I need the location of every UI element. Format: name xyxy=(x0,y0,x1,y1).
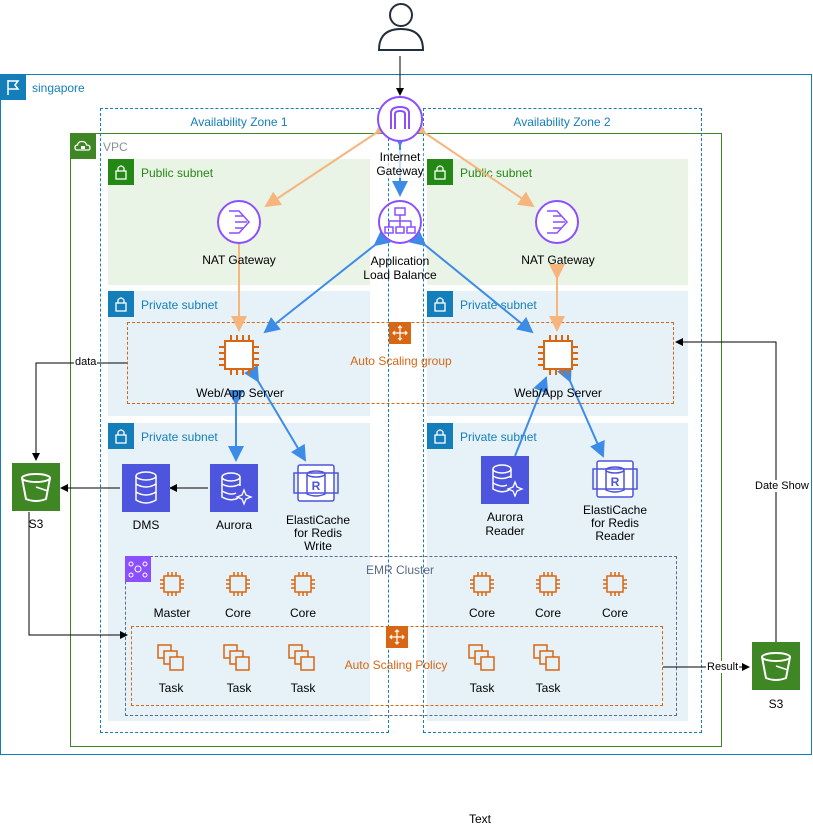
nat-gateway-icon xyxy=(533,198,581,251)
task-node-icon xyxy=(287,643,317,678)
elasticache-icon: R xyxy=(591,455,639,508)
load-balancer-icon xyxy=(376,198,424,251)
svg-text:R: R xyxy=(312,479,321,493)
availability-zone-2 xyxy=(423,108,702,733)
subnet-label: Private subnet xyxy=(141,298,218,312)
web-server-label: Web/App Server xyxy=(514,386,602,400)
task-label: Task xyxy=(226,681,252,695)
emr-node-label: Core xyxy=(534,606,562,620)
emr-node-label: Core xyxy=(289,606,317,620)
emr-node-icon xyxy=(289,570,317,603)
task-node-icon xyxy=(156,643,186,678)
emr-node-icon xyxy=(468,570,496,603)
elasticache-write-label: ElastiCache for Redis Write xyxy=(285,513,351,553)
emr-node-label: Master xyxy=(153,606,191,620)
task-node-icon xyxy=(467,643,497,678)
lock-icon xyxy=(108,159,134,185)
igw-label: Internet Gateway xyxy=(376,150,424,178)
task-label: Task xyxy=(535,681,561,695)
task-label: Task xyxy=(290,681,316,695)
lock-icon xyxy=(427,423,453,449)
edge-label-date-show: Date Show xyxy=(753,480,811,492)
policy-label: Auto Scaling Policy xyxy=(344,658,448,672)
aurora-icon xyxy=(481,456,529,509)
task-node-icon xyxy=(222,643,252,678)
emr-node-label: Core xyxy=(224,606,252,620)
emr-icon xyxy=(125,556,151,582)
subnet-label: Private subnet xyxy=(141,430,218,444)
elasticache-icon: R xyxy=(292,459,340,512)
user-icon xyxy=(377,2,425,57)
s3-label: S3 xyxy=(768,697,784,711)
footer-text: Text xyxy=(468,812,492,826)
ec2-instance-icon xyxy=(215,331,263,384)
vpc-label: VPC xyxy=(103,140,128,154)
emr-label: EMR Cluster xyxy=(365,563,435,577)
edge-label-data: data xyxy=(74,356,98,368)
ec2-instance-icon xyxy=(534,331,582,384)
asg-label: Auto Scaling group xyxy=(350,354,452,368)
subnet-label: Private subnet xyxy=(460,430,537,444)
web-server-label: Web/App Server xyxy=(196,386,284,400)
nat-label: NAT Gateway xyxy=(202,253,276,267)
region-label: singapore xyxy=(32,81,85,95)
task-node-icon xyxy=(532,643,562,678)
task-label: Task xyxy=(158,681,184,695)
alb-label: Application Load Balance xyxy=(363,254,437,282)
emr-node-icon xyxy=(601,570,629,603)
emr-node-icon xyxy=(224,570,252,603)
lock-icon xyxy=(108,423,134,449)
task-label: Task xyxy=(469,681,495,695)
s3-bucket-icon xyxy=(12,463,60,516)
aurora-label: Aurora xyxy=(215,518,253,532)
aurora-icon xyxy=(210,464,258,517)
s3-label: S3 xyxy=(28,517,44,531)
auto-scaling-icon xyxy=(386,626,408,648)
emr-node-icon xyxy=(534,570,562,603)
subnet-label: Public subnet xyxy=(141,166,214,180)
elasticache-reader-label: ElastiCache for Redis Reader xyxy=(582,503,648,543)
aurora-reader-label: Aurora Reader xyxy=(485,510,525,538)
cloud-lock-icon xyxy=(70,133,96,159)
availability-zone-1 xyxy=(100,108,389,733)
lock-icon xyxy=(108,291,134,317)
nat-label: NAT Gateway xyxy=(521,253,595,267)
edge-label-result: Result xyxy=(706,661,740,673)
flag-icon xyxy=(0,74,26,100)
emr-node-label: Core xyxy=(601,606,629,620)
private-subnet-4 xyxy=(427,423,688,721)
s3-bucket-icon xyxy=(752,642,800,695)
dms-icon xyxy=(122,464,170,517)
az-label: Availability Zone 2 xyxy=(513,115,611,129)
emr-node-icon xyxy=(158,570,186,603)
auto-scaling-icon xyxy=(389,322,411,344)
emr-node-label: Core xyxy=(468,606,496,620)
svg-text:R: R xyxy=(611,475,620,489)
internet-gateway-icon xyxy=(376,95,424,148)
region-singapore xyxy=(0,74,812,755)
nat-gateway-icon xyxy=(215,198,263,251)
dms-label: DMS xyxy=(132,518,160,532)
az-label: Availability Zone 1 xyxy=(190,115,288,129)
